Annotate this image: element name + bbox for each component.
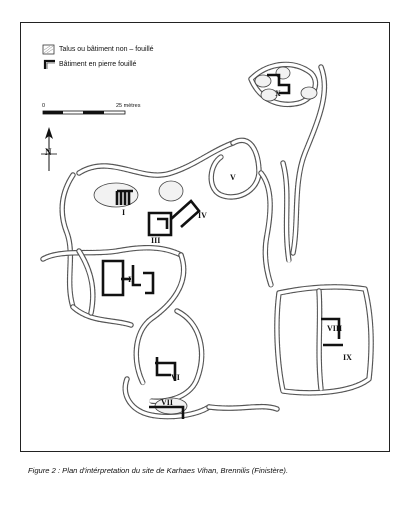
unexcavated-bank-icon bbox=[42, 44, 55, 55]
map-frame: Talus ou bâtiment non – fouillé Bâtiment… bbox=[20, 22, 390, 452]
scale-end-label: 25 mètres bbox=[116, 103, 141, 109]
unexcavated-banks bbox=[93, 66, 318, 415]
legend-label-unexcavated: Talus ou bâtiment non – fouillé bbox=[59, 46, 154, 53]
scale-bar bbox=[42, 110, 126, 115]
legend-label-excavated: Bâtiment en pierre fouillé bbox=[59, 61, 137, 68]
bank-network bbox=[40, 61, 374, 420]
structure-label-vii: VII bbox=[161, 398, 174, 407]
figure-caption: Figure 2 : Plan d'intérpretation du site… bbox=[28, 466, 289, 475]
scale-start-label: 0 bbox=[42, 103, 46, 109]
structure-label-ii: II bbox=[128, 275, 135, 284]
structure-label-v: V bbox=[230, 173, 236, 182]
excavated-stone-building-icon bbox=[43, 59, 55, 69]
structure-label-ix: IX bbox=[343, 353, 352, 362]
structure-label-x: X bbox=[275, 89, 281, 98]
structure-label-i: I bbox=[122, 208, 126, 217]
structure-label-vi: VI bbox=[171, 373, 180, 382]
structure-label-iv: IV bbox=[198, 211, 207, 220]
north-arrow-icon bbox=[41, 127, 57, 171]
site-plan bbox=[40, 44, 374, 420]
north-label: N bbox=[45, 147, 52, 157]
structure-label-viii: VIII bbox=[327, 324, 343, 333]
structure-label-iii: III bbox=[151, 236, 161, 245]
excavated-buildings bbox=[101, 73, 343, 419]
